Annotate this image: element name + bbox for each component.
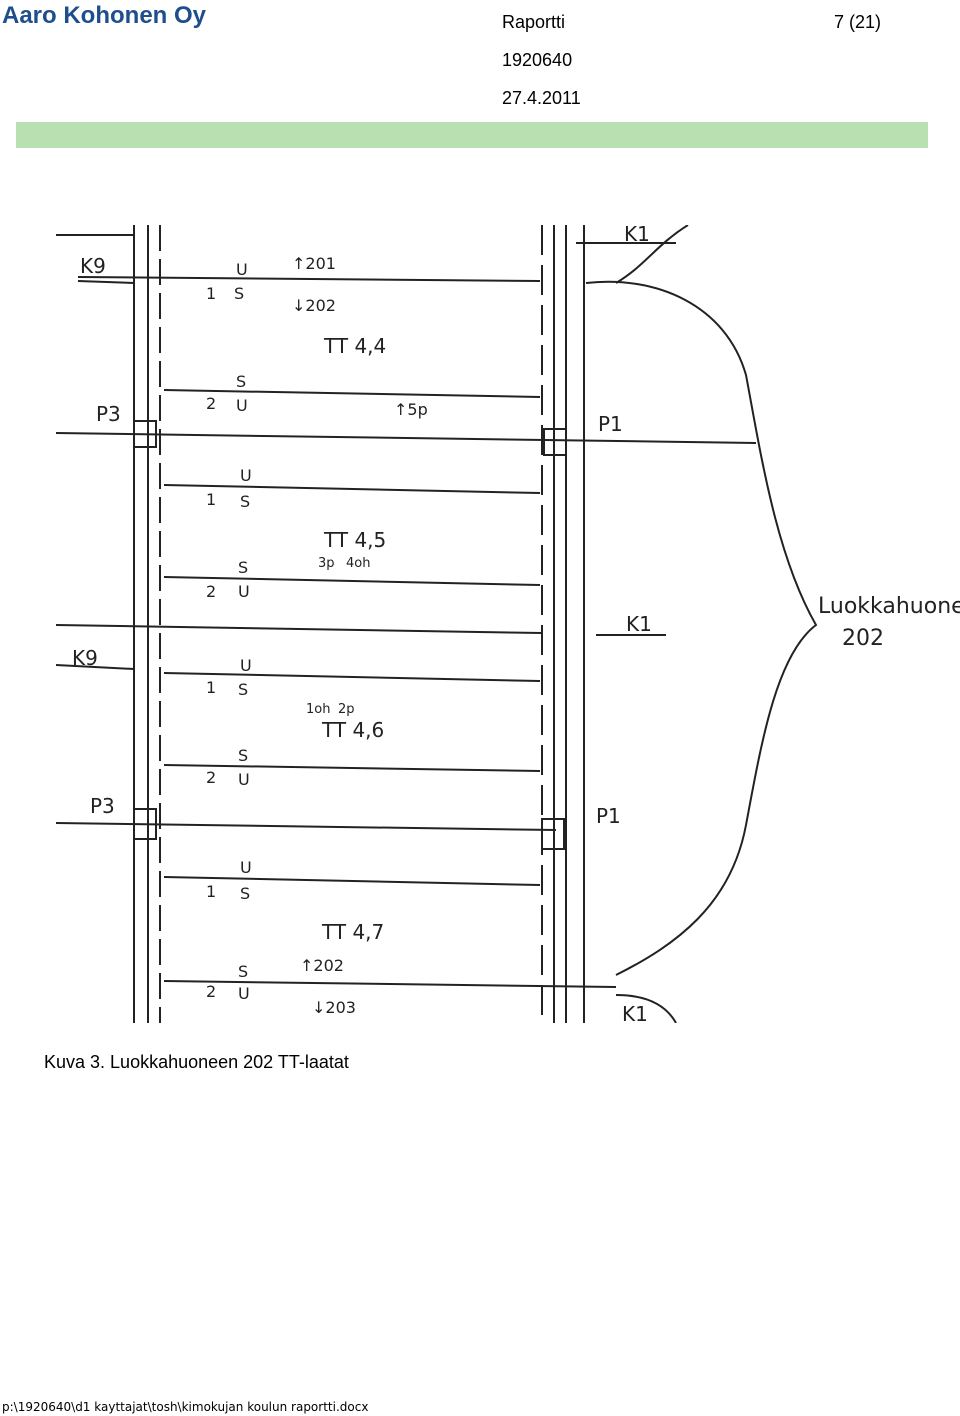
label-arrow-202: ↓202 (292, 296, 336, 315)
slab-joint (163, 980, 617, 988)
label-s: S (236, 372, 246, 391)
label-arrow-3p: 3p (318, 556, 335, 571)
slab-joint (163, 672, 541, 682)
label-arrow-203: ↓203 (312, 998, 356, 1017)
slab-joint (163, 764, 541, 772)
label-num: 1 (206, 882, 216, 901)
document-type: Raportti (502, 12, 566, 32)
slab-joint (163, 876, 541, 886)
label-s: S (234, 284, 244, 303)
slab-joint (77, 276, 541, 282)
label-tt44: TT 4,4 (323, 334, 386, 358)
document-number: 1920640 (502, 50, 573, 70)
label-k9-mid: K9 (72, 646, 98, 670)
slab-joint (163, 484, 541, 494)
label-room-name: Luokkahuone (818, 594, 960, 619)
label-num: 2 (206, 582, 216, 601)
label-u: U (238, 582, 250, 601)
room-brace (585, 280, 818, 976)
slab-joint (163, 389, 541, 398)
label-arrow-5p: ↑5p (394, 400, 428, 419)
gridline (56, 432, 757, 444)
label-s: S (238, 680, 248, 699)
slab-joint (163, 576, 541, 586)
label-tt46: TT 4,6 (321, 718, 384, 742)
label-num: 1 (206, 678, 216, 697)
label-k1-mid: K1 (626, 612, 652, 636)
label-s: S (240, 884, 250, 903)
label-num: 2 (206, 982, 216, 1001)
label-arrow-2p: 2p (338, 702, 355, 717)
label-k9-top: K9 (80, 254, 106, 278)
column-p1-top (543, 428, 567, 456)
label-u: U (236, 396, 248, 415)
k9-top-leader (77, 280, 135, 284)
label-arrow-201: ↑201 (292, 254, 336, 273)
label-u: U (240, 656, 252, 675)
label-s: S (238, 746, 248, 765)
label-k1-top: K1 (624, 225, 650, 246)
label-arrow-1oh: 1oh (306, 702, 330, 717)
label-p1-bottom: P1 (596, 804, 621, 828)
label-u: U (238, 770, 250, 789)
label-num: 2 (206, 768, 216, 787)
column-p3-top (133, 420, 157, 448)
label-tt45: TT 4,5 (323, 528, 386, 552)
k1-top-curve (615, 225, 689, 284)
label-u: U (236, 260, 248, 279)
gridline (56, 822, 557, 831)
label-num: 1 (206, 284, 216, 303)
file-path-footer: p:\1920640\d1 kayttajat\tosh\kimokujan k… (2, 1400, 369, 1414)
gridline (56, 624, 543, 634)
label-p3-bottom: P3 (90, 794, 115, 818)
figure-caption: Kuva 3. Luokkahuoneen 202 TT-laatat (44, 1052, 349, 1072)
floor-plan-drawing: K9 K9 K1 K1 K1 P3 P3 P1 P1 TT 4,4 TT 4,5… (56, 225, 960, 1023)
k9-mid-leader (56, 664, 135, 670)
label-p1-top: P1 (598, 412, 623, 436)
column-p3-bottom (133, 808, 157, 840)
label-u: U (238, 984, 250, 1003)
document-date: 27.4.2011 (502, 88, 581, 108)
label-arrow-4oh: 4oh (346, 556, 370, 571)
label-s: S (238, 558, 248, 577)
label-tt47: TT 4,7 (321, 920, 384, 944)
label-room-number: 202 (842, 626, 884, 651)
label-p3-top: P3 (96, 402, 121, 426)
label-u: U (240, 466, 252, 485)
header-band (16, 122, 928, 148)
label-arrow-202-bottom: ↑202 (300, 956, 344, 975)
k1-bottom-curve (615, 994, 677, 1023)
page-number: 7 (21) (834, 12, 882, 32)
column-p1-bottom (541, 818, 565, 850)
company-name: Aaro Kohonen Oy (2, 2, 207, 29)
label-s: S (238, 962, 248, 981)
label-num: 2 (206, 394, 216, 413)
label-k1-bottom: K1 (622, 1002, 648, 1023)
label-s: S (240, 492, 250, 511)
label-num: 1 (206, 490, 216, 509)
label-u: U (240, 858, 252, 877)
